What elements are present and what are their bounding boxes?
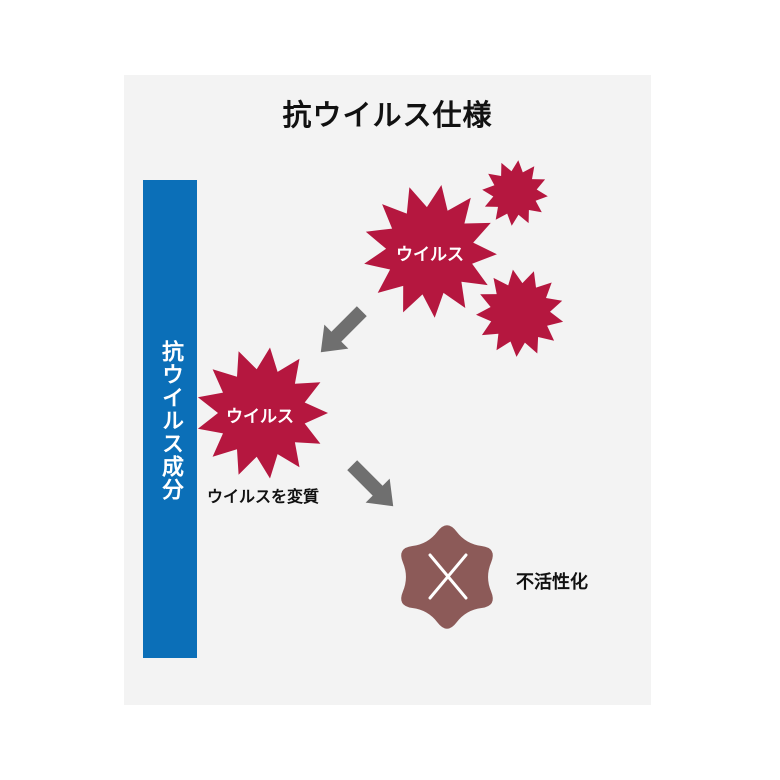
virus-label-attacked: ウイルス — [226, 407, 294, 427]
virus-label-large: ウイルス — [396, 245, 464, 265]
antiviral-component-bar — [143, 180, 197, 658]
antiviral-component-label: 抗ウイルス成分 — [158, 340, 183, 501]
background-panel — [124, 75, 651, 705]
diagram-title: 抗ウイルス仕様 — [282, 98, 493, 132]
virus-burst-icon — [197, 347, 328, 479]
caption-inactivate: 不活性化 — [516, 572, 588, 593]
x-mark-icon — [428, 553, 468, 600]
arrow-icon — [347, 460, 394, 507]
virus-burst-icon — [364, 185, 497, 318]
virus-burst-icon — [476, 269, 564, 357]
virus-burst-icon — [482, 160, 548, 226]
caption-denature: ウイルスを変質 — [207, 487, 320, 506]
arrow-icon — [320, 306, 367, 353]
